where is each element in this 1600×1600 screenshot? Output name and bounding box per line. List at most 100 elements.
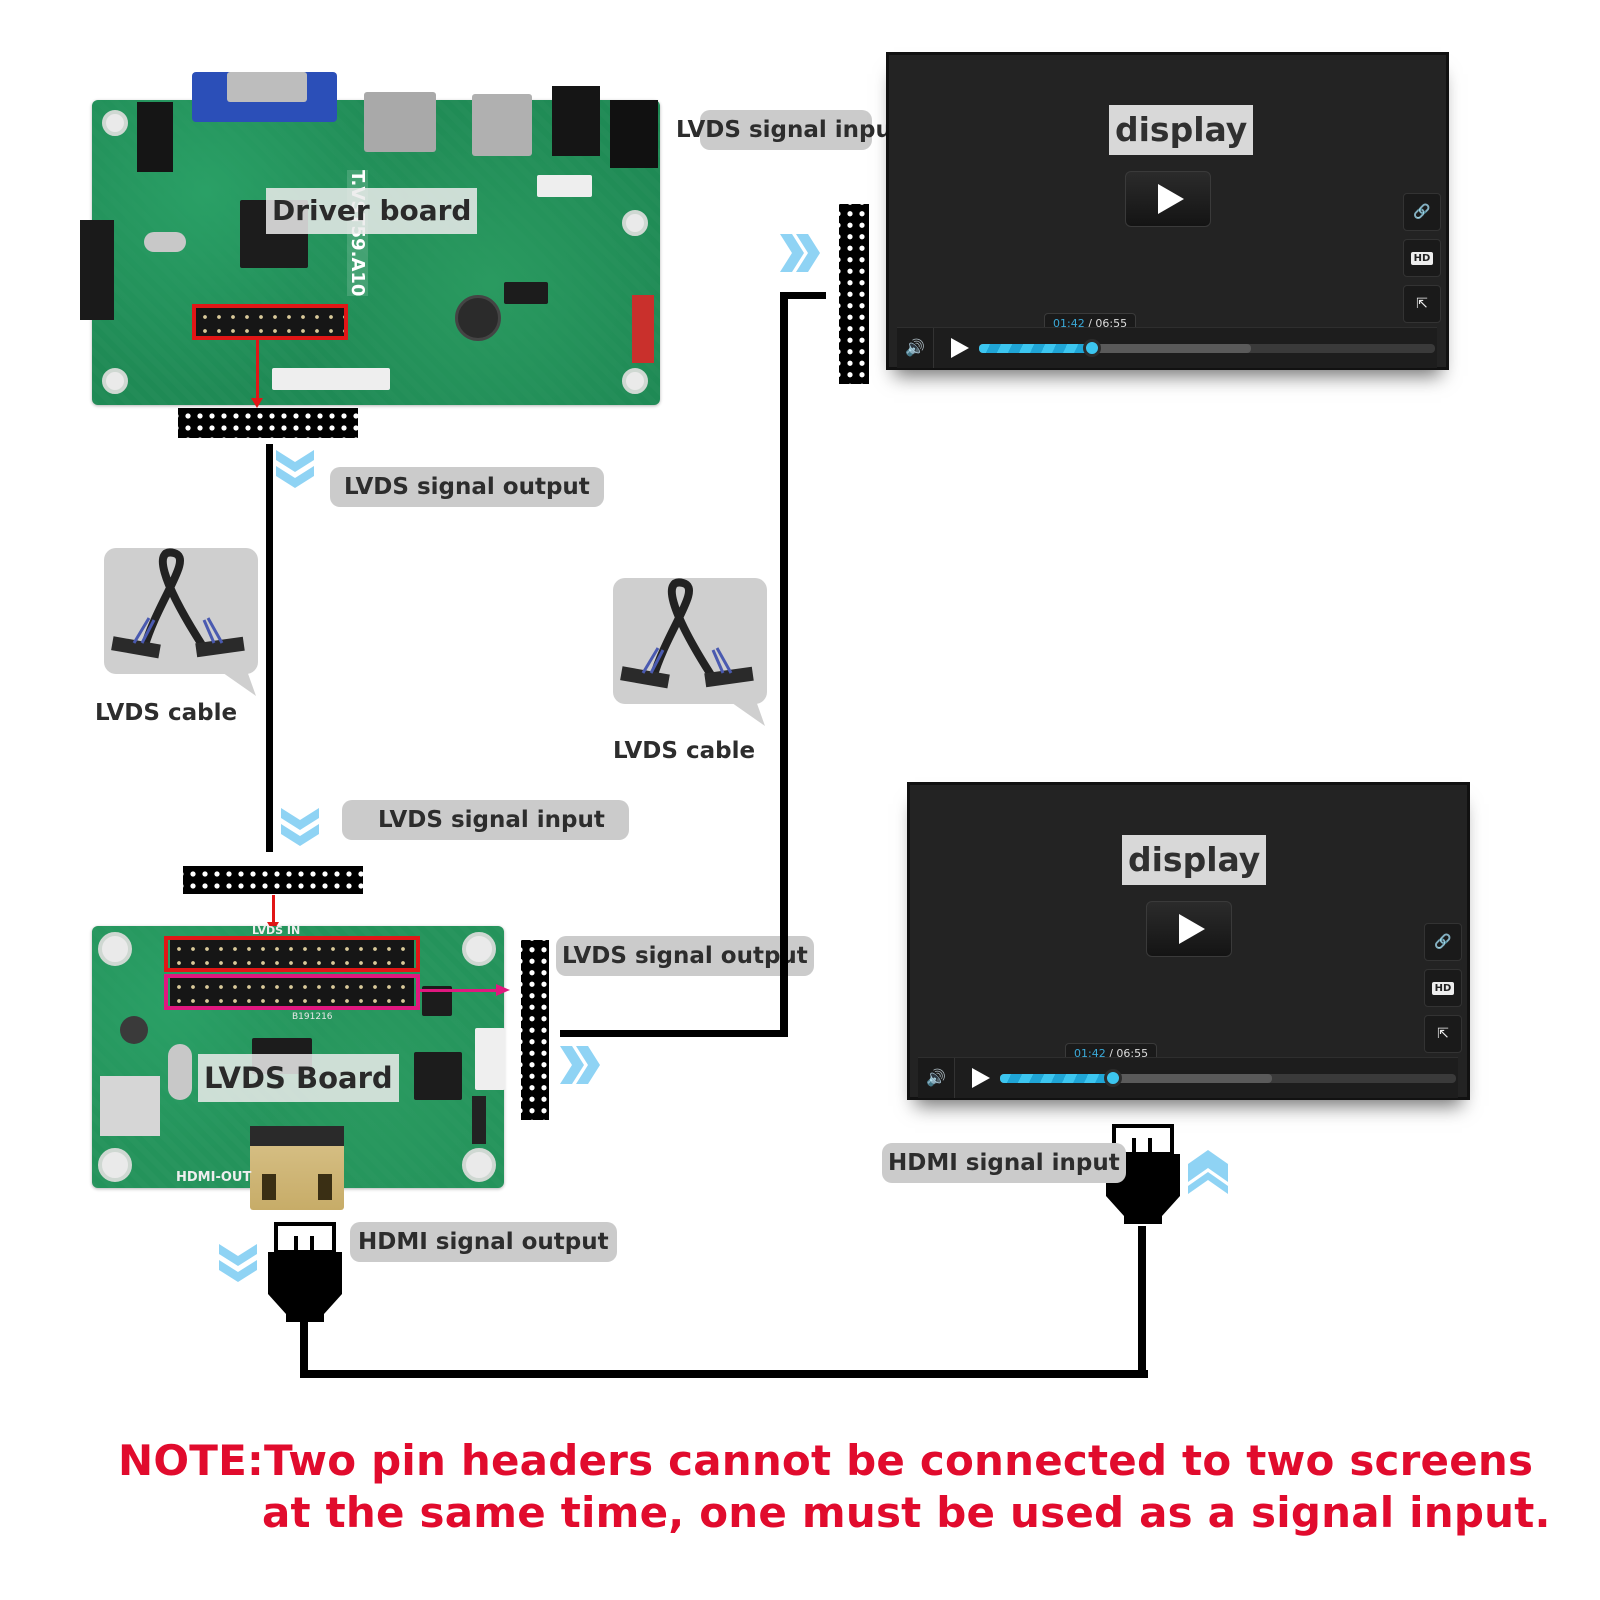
red-arrow-line bbox=[272, 895, 275, 925]
chevron-down-icon bbox=[281, 808, 319, 846]
hdmi-cable-wire bbox=[300, 1320, 308, 1378]
driver-board: T.VST59.A10 Driver board bbox=[80, 72, 660, 405]
display-screen-2: display 🔗 HD ⇱ 01:42 / 06:55 🔊 bbox=[907, 782, 1470, 1100]
speech-bubble-driver-output: LVDS signal output bbox=[330, 467, 604, 507]
link-button[interactable]: 🔗 bbox=[1403, 193, 1441, 231]
mount-hole bbox=[102, 368, 128, 394]
mount-hole bbox=[462, 932, 496, 966]
exit-fullscreen-button[interactable]: ⇱ bbox=[1424, 1015, 1462, 1053]
lvds-board-output-pin-header-icon bbox=[521, 940, 549, 1120]
lvds-cable-wire-1 bbox=[266, 444, 273, 852]
capacitor bbox=[455, 295, 501, 341]
lvds-in-highlight bbox=[164, 936, 420, 972]
hdmi-cable-wire bbox=[300, 1370, 1148, 1378]
hdmi-port bbox=[364, 92, 436, 152]
display-title: display bbox=[1109, 105, 1254, 155]
red-arrow-head bbox=[251, 398, 263, 408]
seek-handle[interactable] bbox=[1083, 339, 1101, 357]
lvds-cable-wire-2 bbox=[560, 1030, 788, 1037]
inductor-4r7 bbox=[120, 1016, 148, 1044]
hd-icon: HD bbox=[1431, 981, 1455, 995]
bubble-label: LVDS signal output bbox=[344, 474, 590, 500]
lvds-cable-image-2 bbox=[613, 578, 767, 726]
link-icon: 🔗 bbox=[1413, 204, 1431, 220]
display-screen-1: display 🔗 HD ⇱ 01:42 / 06:55 🔊 bbox=[886, 52, 1449, 370]
magenta-arrow-line bbox=[420, 989, 498, 992]
exit-fullscreen-button[interactable]: ⇱ bbox=[1403, 285, 1441, 323]
red-connector bbox=[632, 295, 654, 363]
lvds-cable-image-1 bbox=[104, 548, 258, 696]
driver-lvds-highlight bbox=[192, 304, 348, 340]
lvds-in-pin-header bbox=[170, 940, 414, 968]
exit-fullscreen-icon: ⇱ bbox=[1437, 1026, 1449, 1042]
exit-fullscreen-icon: ⇱ bbox=[1416, 296, 1428, 312]
display-title: display bbox=[1122, 835, 1267, 885]
control-bar: 🔊 bbox=[918, 1057, 1458, 1098]
side-connector bbox=[80, 220, 114, 320]
seek-handle[interactable] bbox=[1104, 1069, 1122, 1087]
link-icon: 🔗 bbox=[1434, 934, 1452, 950]
buffered-bar bbox=[979, 344, 1251, 353]
driver-lvds-pin-header bbox=[196, 308, 344, 336]
hdmi-cable-wire bbox=[1138, 1226, 1146, 1378]
mini-hdmi-port bbox=[250, 1126, 344, 1210]
play-button[interactable] bbox=[972, 1068, 990, 1088]
link-button[interactable]: 🔗 bbox=[1424, 923, 1462, 961]
cable-illustration-icon bbox=[620, 578, 754, 689]
mount-hole bbox=[622, 210, 648, 236]
white-connector bbox=[272, 368, 390, 390]
hdmi-plug-icon bbox=[268, 1222, 342, 1322]
lvds-cable-label-2: LVDS cable bbox=[613, 738, 756, 764]
speech-bubble-lvds-board-output: LVDS signal output bbox=[556, 936, 814, 976]
chip-u3 bbox=[414, 1052, 462, 1100]
lvds-board: LVDS IN B191216 LVDS Board HDMI-OUT bbox=[92, 924, 505, 1210]
speech-bubble-hdmi-input: HDMI signal input bbox=[882, 1143, 1126, 1183]
volume-button[interactable]: 🔊 bbox=[918, 1058, 955, 1098]
mount-hole bbox=[102, 110, 128, 136]
time-total: 06:55 bbox=[1116, 1047, 1149, 1060]
chevron-down-icon bbox=[276, 450, 314, 488]
time-current: 01:42 bbox=[1074, 1047, 1106, 1060]
play-button[interactable] bbox=[951, 338, 969, 358]
chevron-right-icon bbox=[560, 1046, 600, 1084]
mount-hole bbox=[98, 1148, 132, 1182]
lvds-cable-wire-2 bbox=[780, 292, 826, 299]
lvds-out-pin-header bbox=[170, 978, 414, 1006]
red-arrow-line bbox=[256, 340, 259, 400]
magenta-arrow-head bbox=[496, 984, 510, 996]
volume-button[interactable]: 🔊 bbox=[897, 328, 934, 368]
big-play-button[interactable] bbox=[1125, 171, 1211, 227]
lvds-cable-label-1: LVDS cable bbox=[95, 700, 238, 726]
time-current: 01:42 bbox=[1053, 317, 1085, 330]
hd-button[interactable]: HD bbox=[1424, 969, 1462, 1007]
progress-bar bbox=[1000, 1074, 1110, 1083]
crystal bbox=[168, 1044, 192, 1100]
hd-icon: HD bbox=[1410, 251, 1434, 265]
mount-hole bbox=[462, 1148, 496, 1182]
lvds-board-input-pin-header-icon bbox=[183, 866, 363, 894]
time-separator: / bbox=[1084, 317, 1096, 330]
switch-header bbox=[472, 1096, 486, 1144]
bubble-label: HDMI signal output bbox=[358, 1229, 609, 1255]
lvds-board-label: LVDS Board bbox=[198, 1054, 399, 1102]
control-bar: 🔊 bbox=[897, 327, 1437, 368]
mount-hole bbox=[622, 368, 648, 394]
speech-bubble-hdmi-output: HDMI signal output bbox=[350, 1222, 617, 1262]
note-line-1: NOTE:Two pin headers cannot be connected… bbox=[118, 1436, 1534, 1485]
time-separator: / bbox=[1105, 1047, 1117, 1060]
lvds-in-label: LVDS IN bbox=[252, 924, 301, 937]
volume-icon: 🔊 bbox=[905, 338, 925, 357]
chevron-up-icon bbox=[1188, 1150, 1228, 1194]
big-play-button[interactable] bbox=[1146, 901, 1232, 957]
hdmi-out-label: HDMI-OUT bbox=[176, 1170, 252, 1185]
driver-output-pin-header-icon bbox=[178, 408, 358, 438]
chip-2 bbox=[504, 282, 548, 304]
hd-button[interactable]: HD bbox=[1403, 239, 1441, 277]
bubble-label: LVDS signal input bbox=[378, 807, 605, 833]
driver-board-label: Driver board bbox=[266, 188, 478, 234]
progress-bar bbox=[979, 344, 1089, 353]
display1-input-pin-header-icon bbox=[839, 204, 869, 384]
bubble-label: HDMI signal input bbox=[888, 1150, 1120, 1176]
dc-jack-1 bbox=[552, 86, 600, 156]
usb-port bbox=[472, 94, 532, 156]
